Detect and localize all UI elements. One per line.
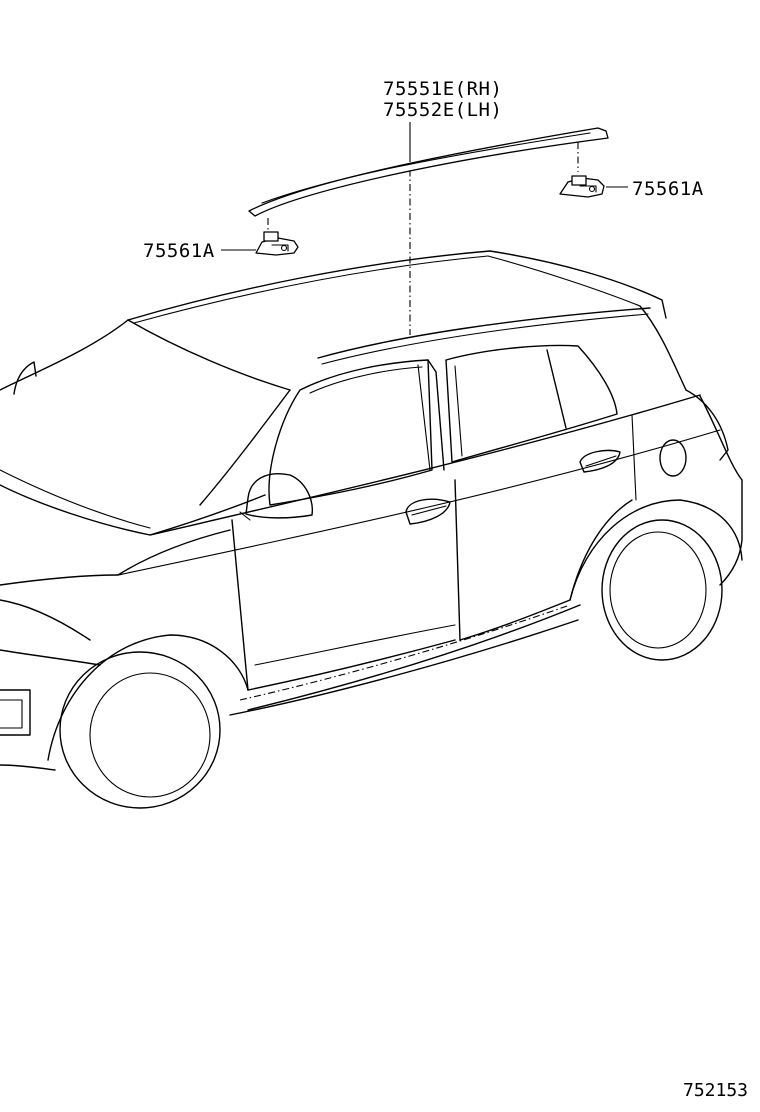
vehicle-illustration (0, 250, 743, 809)
cover-clip-front (255, 231, 299, 256)
callout-roof-rack-rh: 75551E(RH) (383, 78, 502, 100)
illustration-number: 752153 (683, 1080, 748, 1101)
callout-roof-rack-lh: 75552E(LH) (383, 99, 502, 121)
cover-clip-rear (559, 175, 605, 198)
callout-cover-front: 75561A (143, 240, 215, 262)
leader-lines (221, 122, 628, 335)
callout-cover-rear: 75561A (632, 178, 704, 200)
roof-rack-rail (248, 127, 609, 217)
